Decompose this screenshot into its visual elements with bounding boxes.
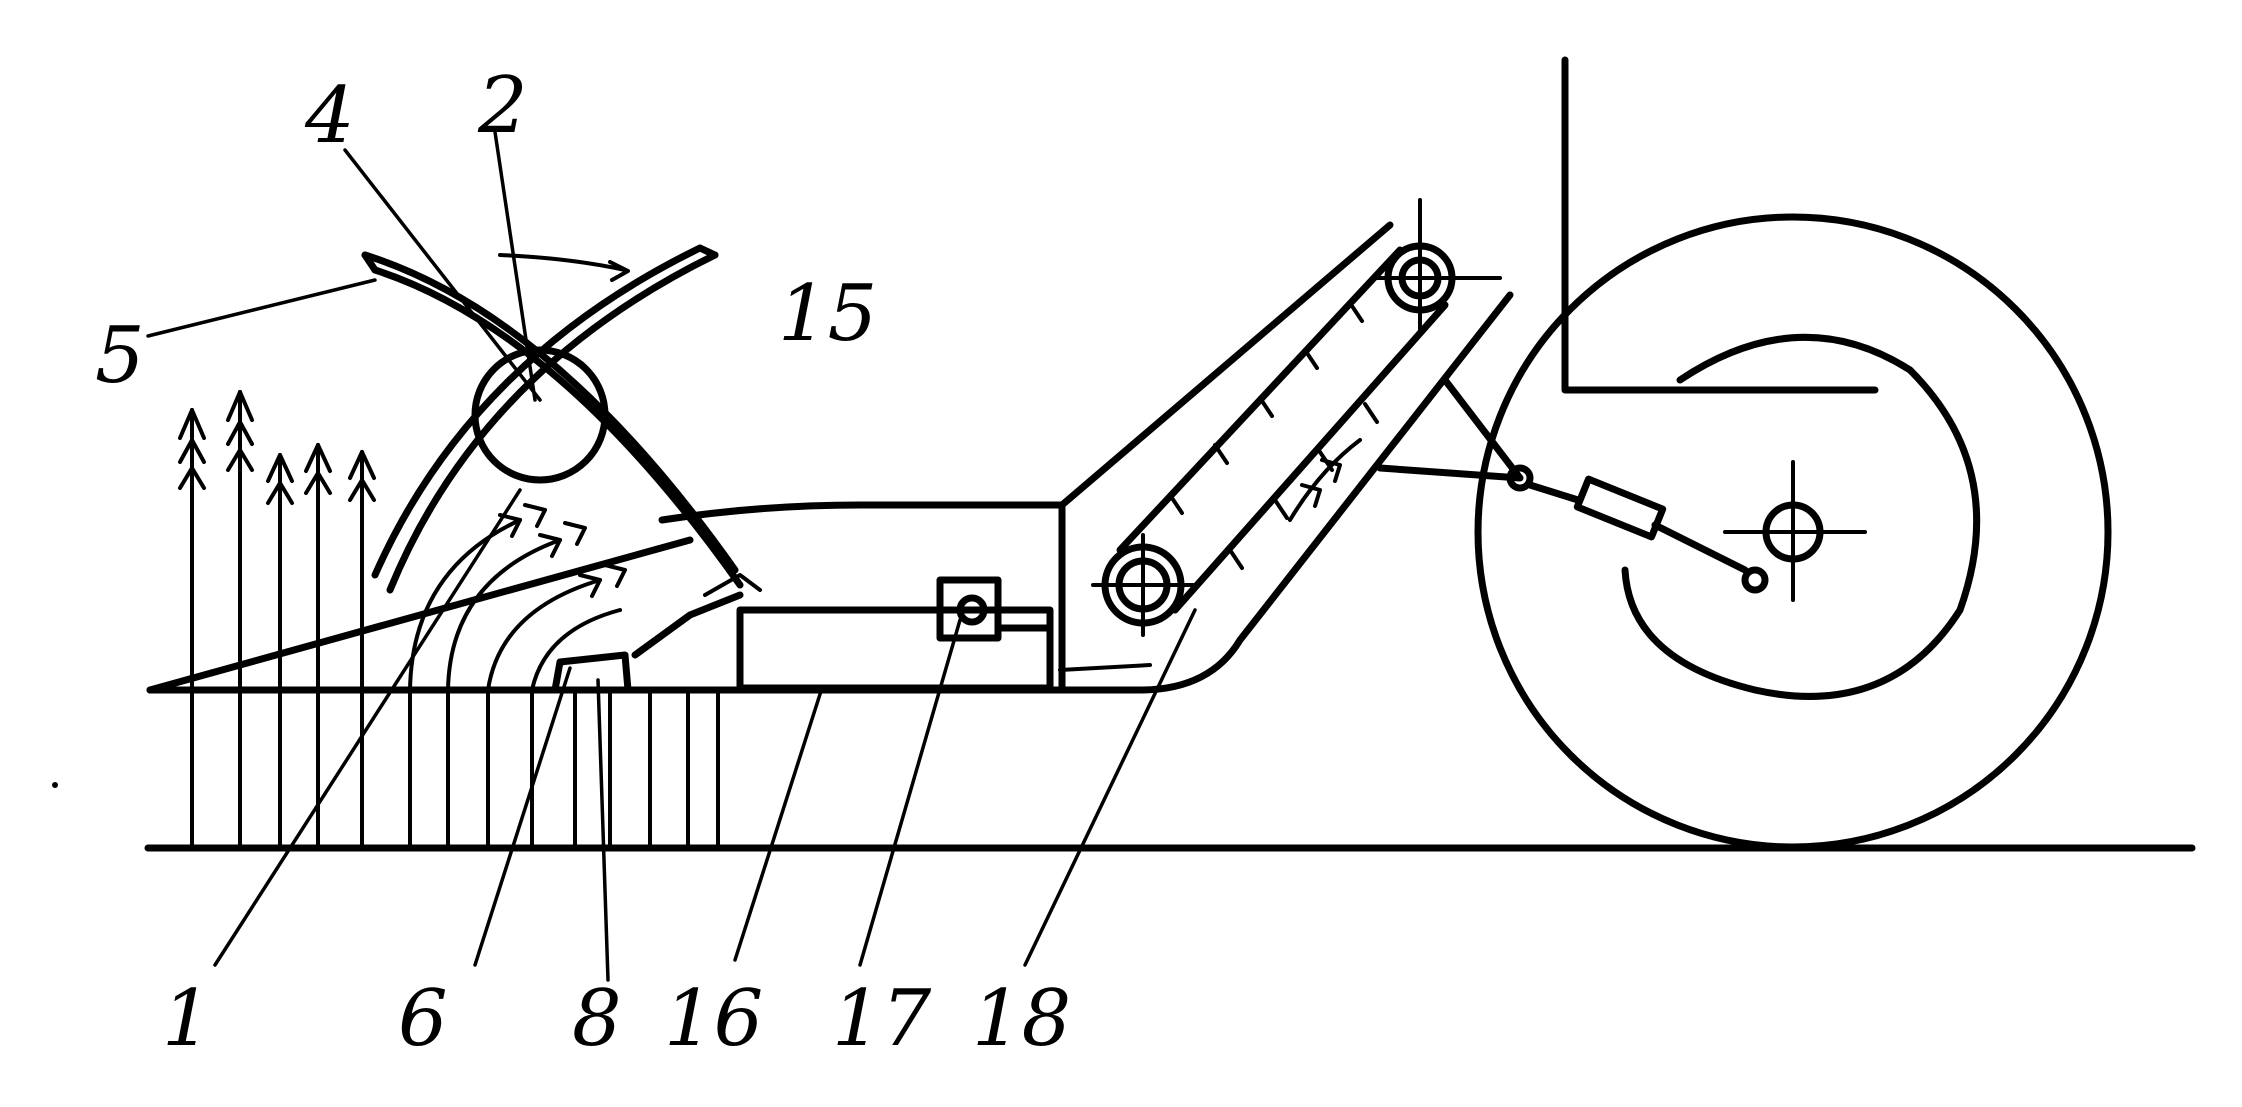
- label-15: 15: [778, 269, 877, 359]
- hydraulic-cylinder: [1573, 475, 1667, 541]
- label-5: 5: [95, 311, 145, 401]
- part-labels: 5 4 2 15 1 6 8 16 17 18: [95, 61, 1071, 1064]
- tractor-body: [1561, 56, 1879, 394]
- label-2: 2: [477, 61, 528, 151]
- tractor: [1474, 56, 2112, 851]
- cutter-bar: [551, 573, 762, 694]
- support-linkage: [1376, 376, 1769, 594]
- label-17: 17: [832, 974, 932, 1064]
- inclined-conveyor: [1056, 198, 1514, 694]
- label-6: 6: [398, 974, 448, 1064]
- label-16: 16: [664, 974, 763, 1064]
- scan-dot: [52, 782, 58, 788]
- label-4: 4: [304, 71, 355, 161]
- platform-housing: [658, 501, 1152, 694]
- conveyor-chain-lower: [1171, 301, 1449, 614]
- box-15: [736, 606, 1054, 692]
- reel: [361, 244, 744, 594]
- leader-lines: [146, 130, 1197, 982]
- reel-rotation-arrow: [498, 253, 627, 272]
- label-8: 8: [572, 974, 622, 1064]
- label-18: 18: [972, 974, 1071, 1064]
- label-1: 1: [162, 974, 212, 1064]
- reel-bat-2: [386, 251, 719, 594]
- tractor-tire-inner: [1621, 333, 1981, 700]
- tractor-wheel: [1474, 213, 2112, 851]
- hydraulic-unit-17: [936, 576, 1002, 642]
